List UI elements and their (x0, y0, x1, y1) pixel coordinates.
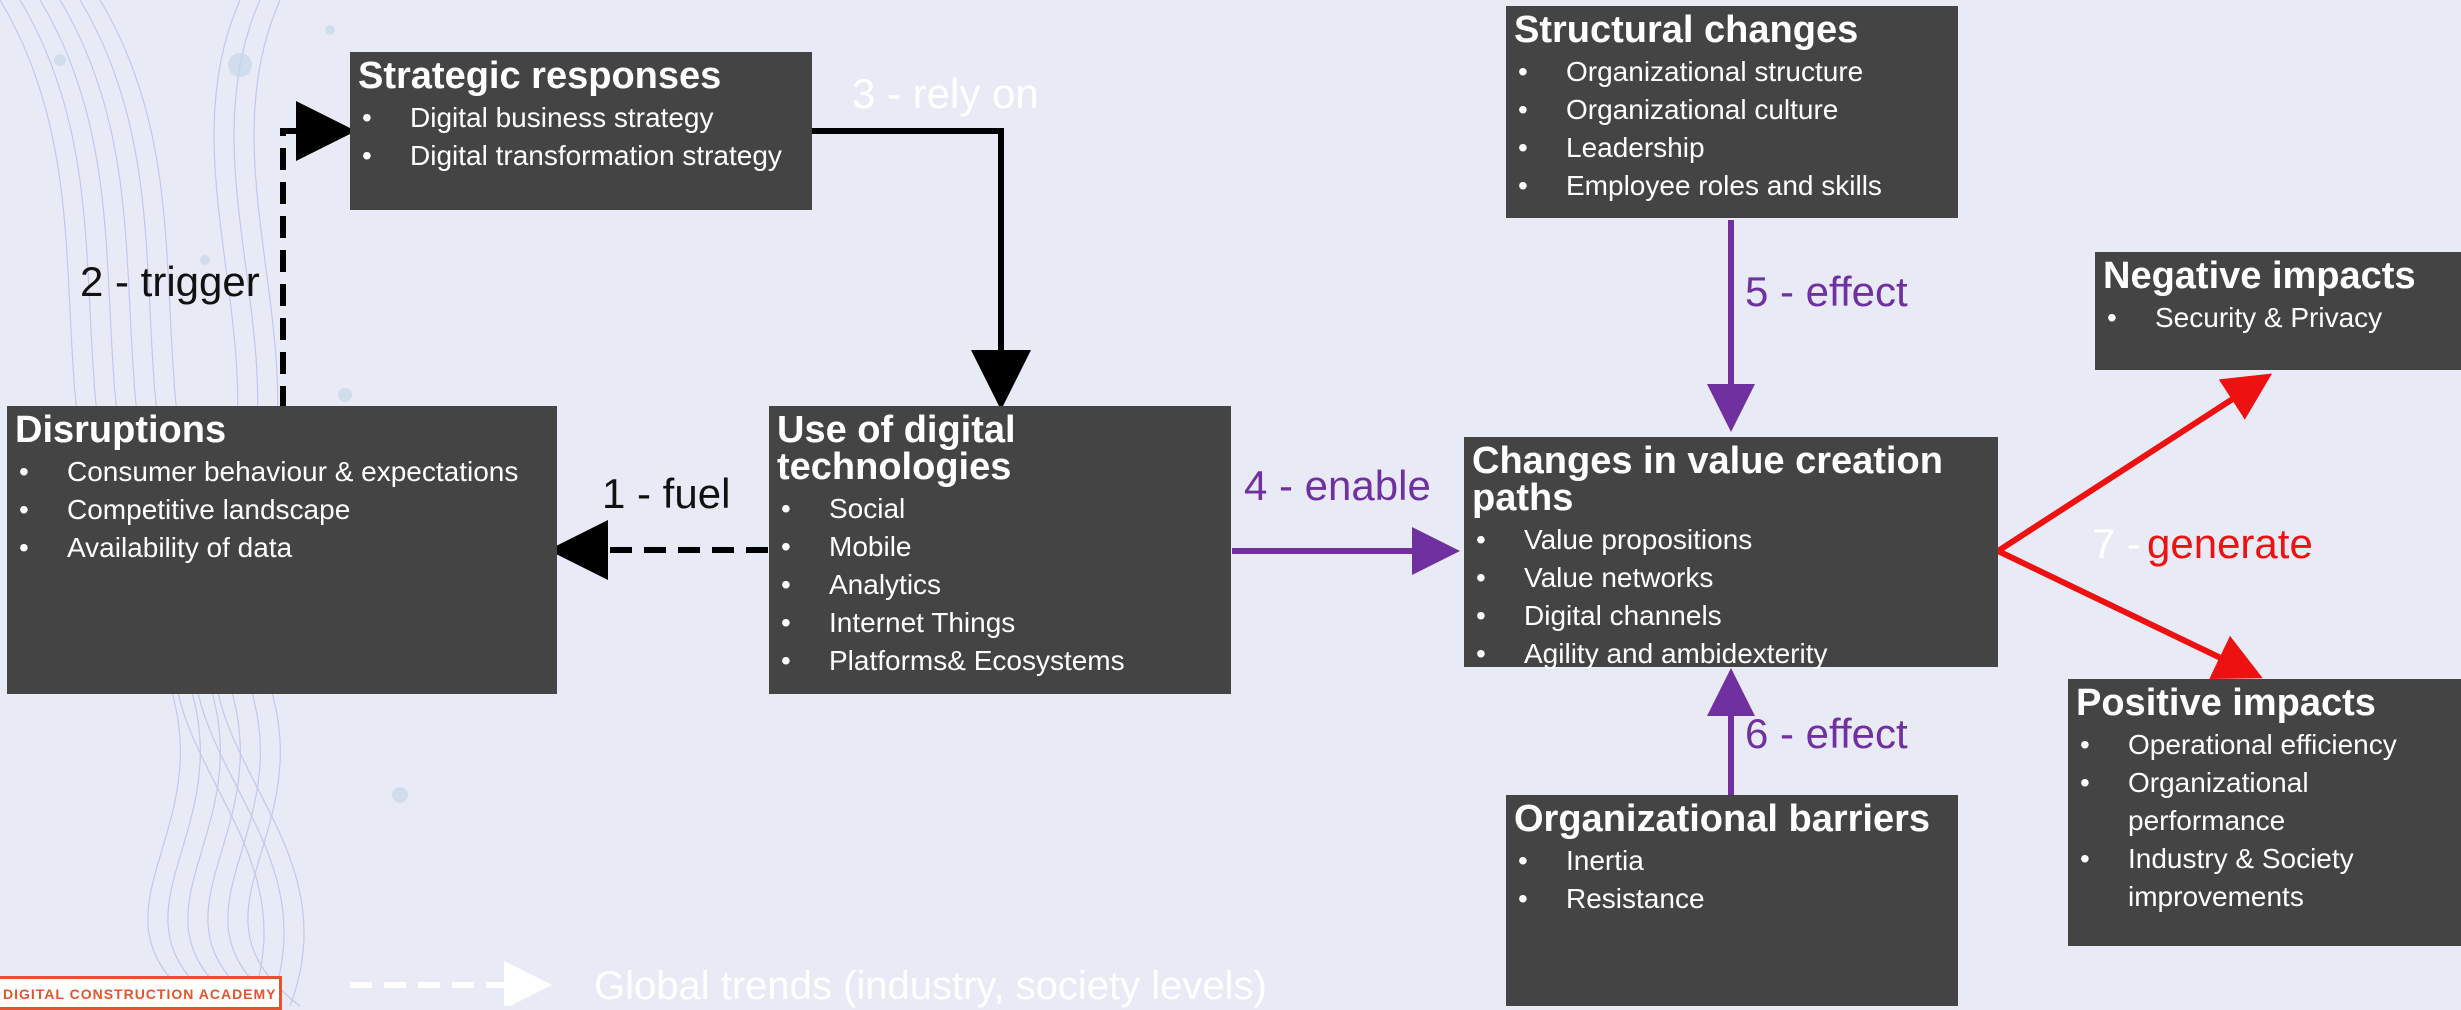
disruptions-box: Disruptions Consumer behaviour & expecta… (7, 406, 557, 694)
list-item: Organizational performance (2078, 764, 2438, 840)
academy-logo: DIGITAL CONSTRUCTION ACADEMY (0, 976, 282, 1010)
list-item: Consumer behaviour & expectations (17, 453, 549, 491)
value-creation-paths-list: Value propositions Value networks Digita… (1472, 521, 1990, 673)
generate-label: generate (2147, 520, 2313, 567)
list-item: Digital business strategy (360, 99, 804, 137)
list-item: Platforms& Ecosystems (779, 642, 1223, 680)
structural-changes-list: Organizational structure Organizational … (1514, 53, 1950, 205)
disruptions-list: Consumer behaviour & expectations Compet… (15, 453, 549, 567)
generate-number-label: 7 - (2092, 520, 2142, 567)
strategic-responses-list: Digital business strategy Digital transf… (358, 99, 804, 175)
structural-changes-title: Structural changes (1514, 9, 1859, 51)
legend-global-trends-text: Global trends (industry, society levels) (594, 964, 1267, 1008)
list-item: Social (779, 490, 1223, 528)
list-item: Availability of data (17, 529, 549, 567)
effect6-label: 6 - effect (1745, 710, 1908, 757)
trigger-arrow (280, 101, 356, 408)
trigger-label: 2 - trigger (80, 258, 260, 305)
list-item: Competitive landscape (17, 491, 549, 529)
effect5-label: 5 - effect (1745, 268, 1908, 315)
digital-technologies-list: Social Mobile Analytics Internet Things … (777, 490, 1223, 680)
list-item: Value propositions (1474, 521, 1990, 559)
strategic-responses-box: Strategic responses Digital business str… (350, 52, 812, 210)
positive-impacts-box: Positive impacts Operational efficiency … (2068, 679, 2461, 946)
enable-label: 4 - enable (1244, 462, 1431, 509)
list-item: Organizational culture (1516, 91, 1950, 129)
disruptions-title: Disruptions (15, 409, 227, 451)
generate-negative-arrow (1996, 373, 2273, 554)
list-item: Digital channels (1474, 597, 1990, 635)
list-item: Organizational structure (1516, 53, 1950, 91)
list-item: Leadership (1516, 129, 1950, 167)
digital-technologies-box: Use of digital technologies Social Mobil… (769, 406, 1231, 694)
value-creation-paths-title: Changes in value creation paths (1472, 440, 1943, 519)
organizational-barriers-list: Inertia Resistance (1514, 842, 1950, 918)
list-item: Digital transformation strategy (360, 137, 804, 175)
fuel-label: 1 - fuel (602, 470, 731, 517)
negative-impacts-list: Security & Privacy (2103, 299, 2453, 337)
list-item: Mobile (779, 528, 1223, 566)
structural-changes-box: Structural changes Organizational struct… (1506, 6, 1958, 218)
digital-technologies-title: Use of digital technologies (777, 409, 1016, 488)
value-creation-paths-box: Changes in value creation paths Value pr… (1464, 437, 1998, 673)
negative-impacts-box: Negative impacts Security & Privacy (2095, 252, 2461, 370)
organizational-barriers-box: Organizational barriers Inertia Resistan… (1506, 795, 1958, 1006)
list-item: Resistance (1516, 880, 1950, 918)
positive-impacts-list: Operational efficiency Organizational pe… (2076, 726, 2438, 916)
list-item: Analytics (779, 566, 1223, 604)
strategic-responses-title: Strategic responses (358, 55, 722, 97)
organizational-barriers-title: Organizational barriers (1514, 798, 1931, 840)
generate-positive-arrow (1996, 548, 2263, 680)
list-item: Agility and ambidexterity (1474, 635, 1990, 673)
list-item: Employee roles and skills (1516, 167, 1950, 205)
negative-impacts-title: Negative impacts (2103, 255, 2416, 297)
list-item: Internet Things (779, 604, 1223, 642)
positive-impacts-title: Positive impacts (2076, 682, 2376, 724)
list-item: Security & Privacy (2105, 299, 2453, 337)
rely-on-arrow (812, 128, 1031, 410)
list-item: Operational efficiency (2078, 726, 2438, 764)
list-item: Value networks (1474, 559, 1990, 597)
academy-logo-text: DIGITAL CONSTRUCTION ACADEMY (3, 986, 277, 1002)
rely-on-label: 3 - rely on (852, 70, 1039, 117)
list-item: Inertia (1516, 842, 1950, 880)
list-item: Industry & Society improvements (2078, 840, 2438, 916)
